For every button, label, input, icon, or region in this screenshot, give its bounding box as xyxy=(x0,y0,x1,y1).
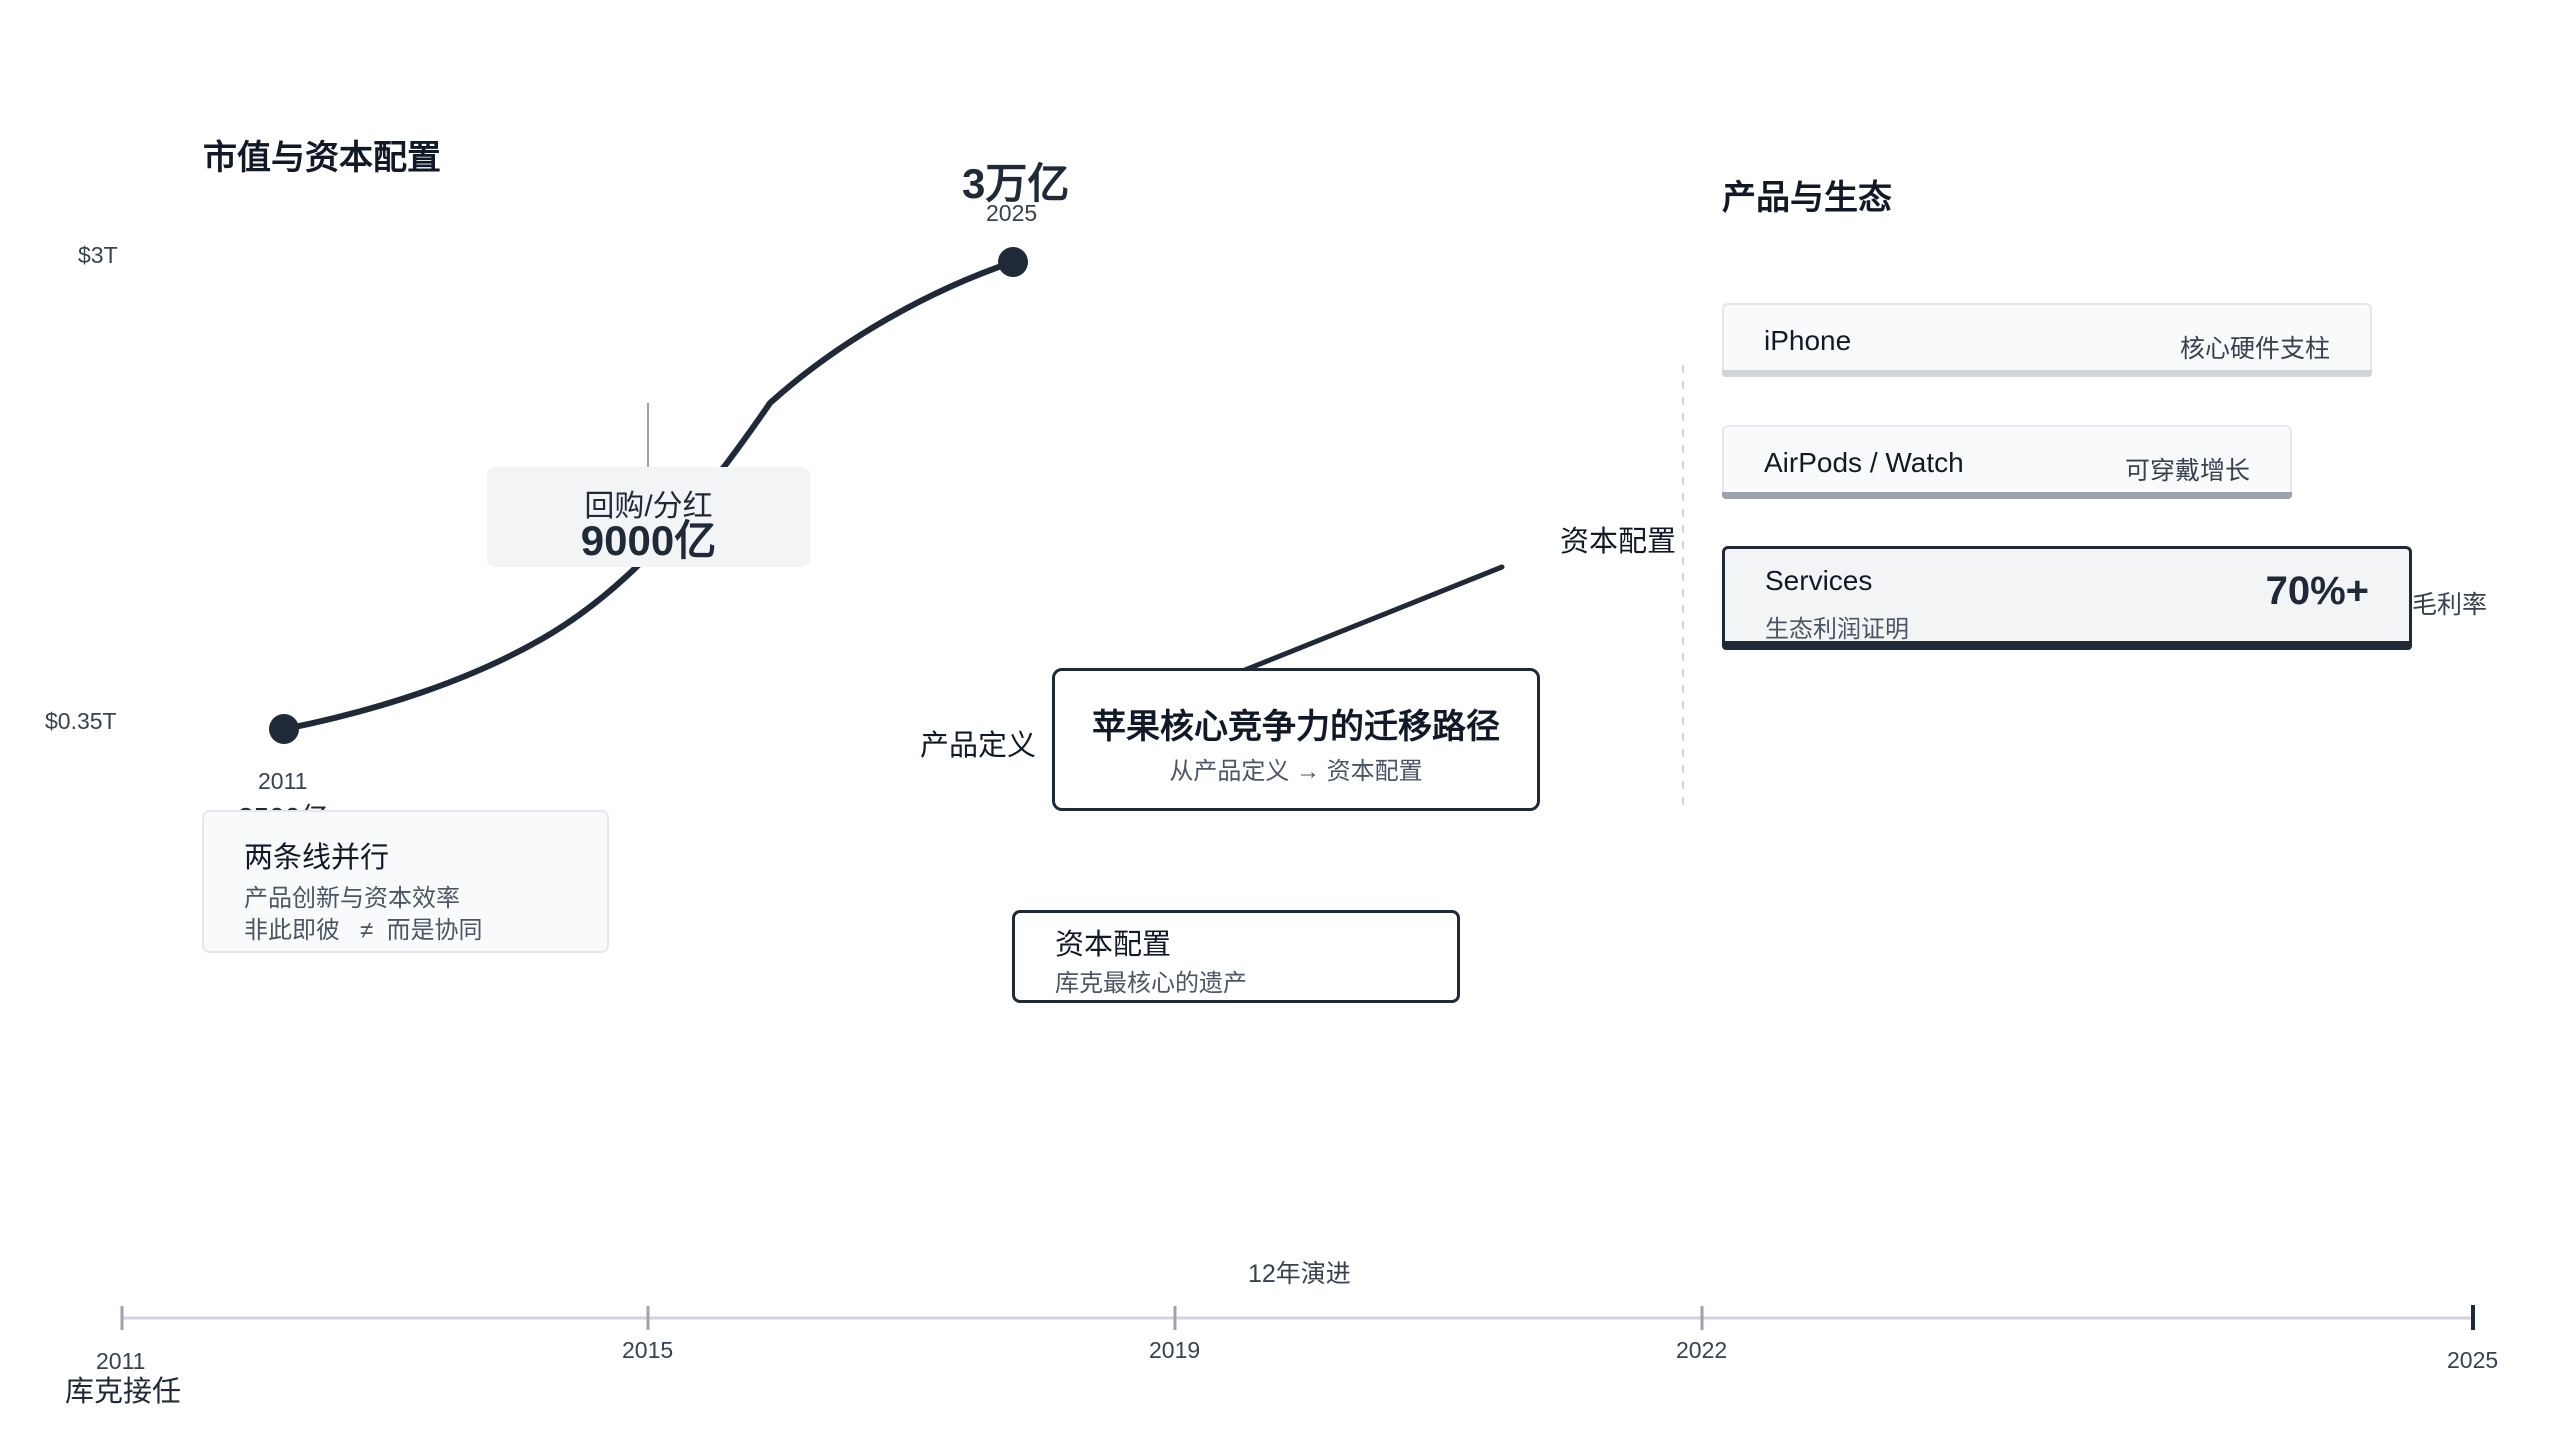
product-bar-iphone xyxy=(1722,370,2372,377)
start-year: 2011 xyxy=(258,768,308,794)
y-axis-bottom-label: $0.35T xyxy=(45,708,117,734)
not-equal-symbol: ≠ xyxy=(360,917,374,944)
parallel-note-title: 两条线并行 xyxy=(244,842,390,874)
from-label-product-definition: 产品定义 xyxy=(920,730,1037,762)
parallel-note-either-or: 非此即彼 xyxy=(244,917,340,944)
timeline-label-2022: 2022 xyxy=(1676,1337,1728,1363)
right-panel-title: 产品与生态 xyxy=(1722,179,1892,217)
parallel-note-card: 两条线并行 产品创新与资本效率 非此即彼 ≠ 而是协同 xyxy=(202,810,609,953)
product-bar-services xyxy=(1722,641,2412,650)
parallel-note-line2: 非此即彼 ≠ 而是协同 xyxy=(244,910,483,945)
end-point-marker xyxy=(998,247,1028,277)
timeline-label-2019: 2019 xyxy=(1149,1337,1201,1363)
product-name-iphone: iPhone xyxy=(1764,325,1852,356)
product-desc-wearables: 可穿戴增长 xyxy=(2124,457,2250,485)
product-desc-iphone: 核心硬件支柱 xyxy=(2179,335,2330,363)
product-card-wearables: AirPods / Watch 可穿戴增长 xyxy=(1722,425,2292,499)
legacy-card: 资本配置 库克最核心的遗产 xyxy=(1012,910,1460,1003)
migration-path-card: 苹果核心竞争力的迁移路径 从产品定义 → 资本配置 xyxy=(1052,668,1540,811)
migration-path-subtitle: 从产品定义 → 资本配置 xyxy=(1169,758,1423,785)
product-desc-services: 生态利润证明 xyxy=(1765,616,1909,643)
start-point-marker xyxy=(269,714,299,744)
product-bar-wearables xyxy=(1722,492,2292,499)
parallel-note-synergy: 而是协同 xyxy=(386,917,483,944)
timeline-label-2015: 2015 xyxy=(622,1337,674,1363)
services-margin-value: 70%+ xyxy=(2265,569,2369,613)
left-panel-title: 市值与资本配置 xyxy=(203,139,441,177)
end-value: 3万亿 xyxy=(962,160,1070,207)
product-name-wearables: AirPods / Watch xyxy=(1764,447,1964,478)
migration-path-title: 苹果核心竞争力的迁移路径 xyxy=(1092,708,1500,746)
services-margin-label: 毛利率 xyxy=(2412,591,2488,619)
to-label-capital-allocation: 资本配置 xyxy=(1560,526,1677,558)
legacy-card-title: 资本配置 xyxy=(1055,929,1172,961)
buyback-label: 回购/分红 xyxy=(584,490,713,523)
product-card-iphone: iPhone 核心硬件支柱 xyxy=(1722,303,2372,377)
timeline-caption: 12年演进 xyxy=(1248,1260,1351,1288)
y-axis-top-label: $3T xyxy=(78,242,118,268)
timeline-label-2011: 2011 xyxy=(96,1348,146,1374)
end-year: 2025 xyxy=(986,200,1038,226)
product-name-services: Services xyxy=(1765,565,1873,596)
product-card-services: Services 生态利润证明 70%+ xyxy=(1722,546,2412,650)
parallel-note-line1: 产品创新与资本效率 xyxy=(244,885,460,912)
buyback-card: 回购/分红 9000亿 xyxy=(487,467,810,567)
timeline-start-caption: 库克接任 xyxy=(65,1376,182,1408)
legacy-card-subtitle: 库克最核心的遗产 xyxy=(1055,970,1247,997)
timeline-label-2025: 2025 xyxy=(2447,1347,2499,1373)
buyback-value: 9000亿 xyxy=(580,517,717,564)
